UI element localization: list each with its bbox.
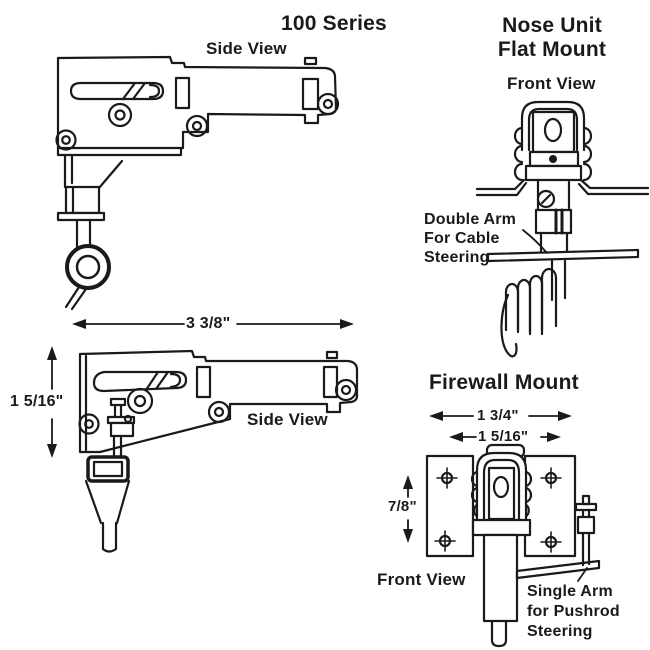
- arrowhead-left-icon: [72, 319, 86, 329]
- flat-mount-front-view-label: Front View: [507, 74, 596, 93]
- dim-side-height: [47, 346, 57, 458]
- single-arm-note-line1: Single Arm: [527, 583, 613, 600]
- single-arm-note-line3: Steering: [527, 623, 593, 640]
- dim-side-width: [72, 319, 354, 329]
- side-view-top-label: Side View: [206, 39, 287, 58]
- dim-firewall-inner-width: [449, 432, 561, 442]
- dim-firewall-plate-height-label: 7/8": [388, 498, 417, 515]
- arrowhead-up-icon: [403, 475, 413, 489]
- series-title: 100 Series: [281, 12, 387, 35]
- flat-mount-title-line1: Nose Unit: [502, 14, 602, 37]
- side-view-bottom-drawing: [78, 349, 359, 553]
- flat-mount-title-line2: Flat Mount: [497, 38, 607, 61]
- single-arm-note-line2: for Pushrod: [527, 603, 620, 620]
- dim-firewall-outer-width: [429, 411, 572, 421]
- arrowhead-right-icon: [340, 319, 354, 329]
- dim-side-width-label: 3 3/8": [186, 315, 231, 332]
- single-arm-leader-line: [577, 567, 588, 582]
- arrowhead-down-icon: [403, 529, 413, 543]
- dim-firewall-outer-width-label: 1 3/4": [477, 407, 519, 424]
- single-arm-note: Single Arm for Pushrod Steering: [527, 582, 620, 642]
- double-arm-note-line1: Double Arm: [424, 211, 517, 228]
- mount-hole-icon: [434, 467, 562, 553]
- double-arm-note-line2: For Cable: [424, 230, 500, 247]
- arrowhead-left-icon: [449, 432, 463, 442]
- dim-side-height-label: 1 5/16": [10, 393, 64, 410]
- firewall-mount-drawing: [425, 443, 601, 648]
- double-arm-leader-line: [522, 229, 548, 254]
- double-arm-note: Double Arm For Cable Steering: [424, 210, 516, 267]
- side-view-bottom-label: Side View: [247, 410, 328, 429]
- arrowhead-right-icon: [547, 432, 561, 442]
- dim-firewall-plate-height: [403, 475, 413, 543]
- dim-firewall-inner-width-label: 1 5/16": [478, 428, 529, 445]
- arrowhead-down-icon: [47, 444, 57, 458]
- arrowhead-left-icon: [429, 411, 443, 421]
- arrowhead-up-icon: [47, 346, 57, 360]
- firewall-front-view-label: Front View: [377, 570, 466, 589]
- side-view-top-drawing: [55, 55, 340, 311]
- flat-mount-drawing: [475, 100, 650, 358]
- flat-mount-title: Nose Unit Flat Mount: [486, 14, 618, 62]
- arrowhead-right-icon: [558, 411, 572, 421]
- double-arm-note-line3: Steering: [424, 249, 490, 266]
- top-tab: [325, 350, 339, 360]
- firewall-mount-title: Firewall Mount: [429, 371, 579, 394]
- top-tab: [303, 56, 318, 66]
